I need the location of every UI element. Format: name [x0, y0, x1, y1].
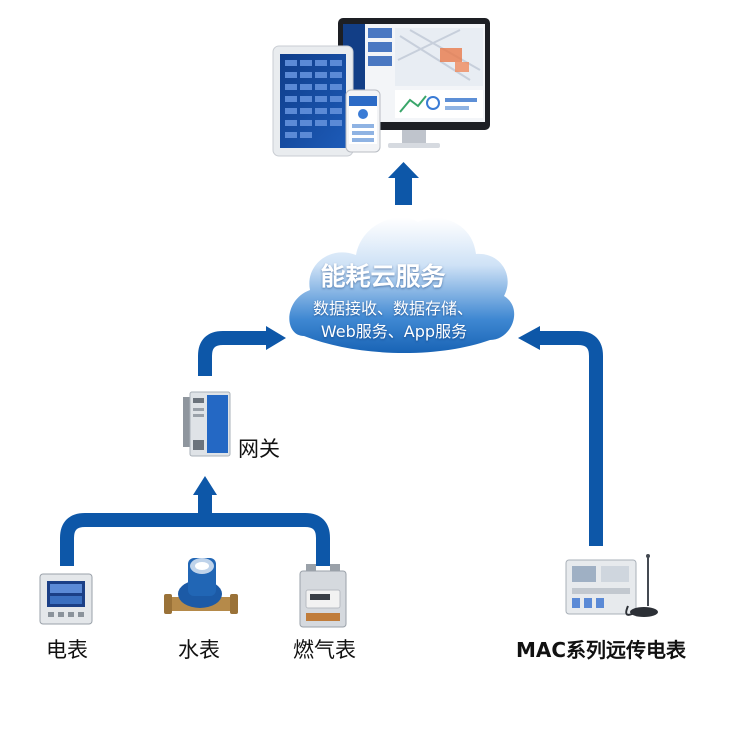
cloud-line-2: Web服务、App服务	[320, 322, 468, 341]
gas-meter-icon	[299, 564, 347, 628]
tablet-icon	[272, 45, 354, 157]
gateway-icon	[183, 391, 231, 457]
arrowhead-meters-to-gateway	[193, 476, 217, 495]
electric-meter-icon	[39, 573, 93, 625]
gateway-label: 网关	[238, 437, 280, 461]
cloud-title: 能耗云服务	[320, 262, 446, 291]
arrowhead-mac-to-cloud	[518, 326, 540, 350]
mac-meter-icon	[565, 554, 658, 617]
electric-meter-label: 电表	[46, 638, 88, 662]
gas-meter-label: 燃气表	[293, 638, 356, 662]
devices-group	[272, 18, 490, 157]
arrowhead-gateway-to-cloud	[266, 326, 286, 350]
cloud-shape	[289, 217, 515, 354]
phone-icon	[345, 89, 381, 153]
connector-arrowheads	[193, 326, 540, 495]
water-meter-label: 水表	[178, 638, 220, 662]
connector-lines	[60, 331, 603, 566]
arrow-cloud-to-devices	[388, 162, 419, 205]
cloud-line-1: 数据接收、数据存储、	[312, 299, 473, 318]
water-meter-icon	[164, 558, 238, 614]
mac-meter-label: MAC系列远传电表	[516, 638, 687, 662]
